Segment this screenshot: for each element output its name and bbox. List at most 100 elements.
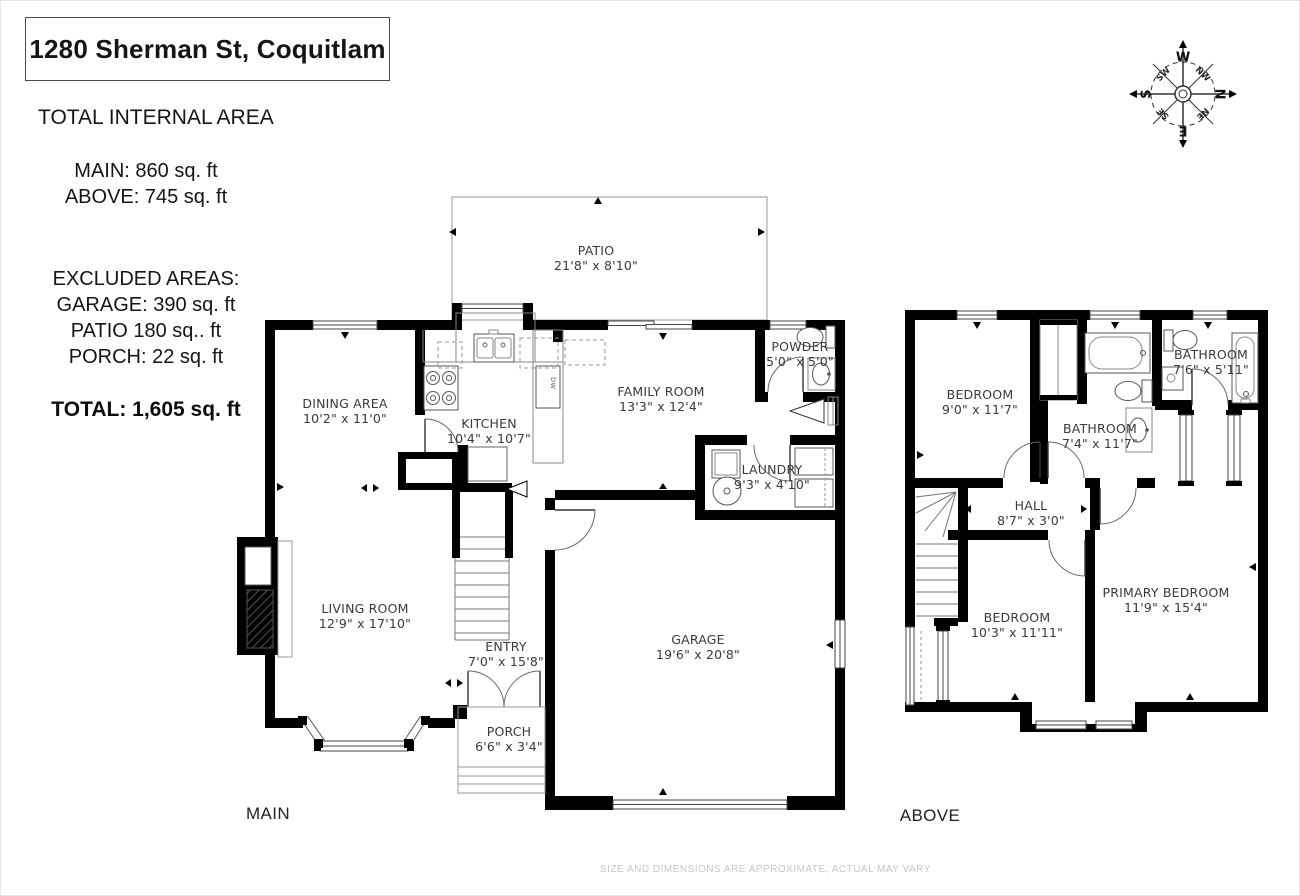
- room-label-family: FAMILY ROOM 13'3" x 12'4": [617, 384, 704, 414]
- room-label-hall: HALL 8'7" x 3'0": [997, 498, 1065, 528]
- excluded-areas: EXCLUDED AREAS: GARAGE: 390 sq. ft PATIO…: [0, 266, 292, 370]
- room-label-bedroom1: BEDROOM 9'0" x 11'7": [942, 387, 1018, 417]
- total-internal-area-heading: TOTAL INTERNAL AREA: [38, 106, 274, 129]
- room-name: LIVING ROOM: [321, 601, 409, 616]
- room-dims: 12'9" x 17'10": [318, 616, 412, 631]
- room-name: PORCH: [486, 724, 532, 739]
- bedroom1-closet: [1039, 319, 1078, 401]
- stairs-above: [915, 491, 958, 617]
- above-area-value: ABOVE: 745 sq. ft: [64, 186, 228, 208]
- sliding-door: [607, 320, 655, 326]
- room-label-dining: DINING AREA 10'2" x 11'0": [302, 396, 387, 426]
- room-dims: 9'0" x 11'7": [942, 402, 1018, 417]
- page-title: 1280 Sherman St, Coquitlam: [29, 33, 386, 64]
- above-floor-caption: ABOVE: [899, 806, 961, 825]
- room-label-patio: PATIO 21'8" x 8'10": [554, 243, 638, 273]
- south-arrow-icon: [1129, 90, 1137, 98]
- stairs-main: [454, 480, 528, 641]
- powder-fixtures: [796, 325, 836, 391]
- room-label-bedroom2: BEDROOM 10'3" x 11'11": [971, 610, 1063, 640]
- hall-closet: [467, 446, 508, 482]
- dimension-ticks-above: [917, 322, 1256, 700]
- room-label-kitchen: KITCHEN 10'4" x 10'7": [447, 416, 531, 446]
- excluded-garage: GARAGE: 390 sq. ft: [56, 294, 236, 316]
- disclaimer-text: SIZE AND DIMENSIONS ARE APPROXIMATE, ACT…: [600, 864, 931, 875]
- dimension-ticks-main: [277, 197, 833, 795]
- main-floor-plan: DW: [237, 196, 846, 810]
- pantry-closet: [406, 459, 452, 483]
- room-dims: 5'0" x 5'0": [766, 354, 834, 369]
- vanity-sink: [1125, 407, 1153, 453]
- room-dims: 11'9" x 15'4": [1123, 600, 1209, 615]
- room-name: BATHROOM: [1063, 421, 1137, 436]
- main-floor-caption: MAIN: [245, 804, 291, 823]
- room-dims: 13'3" x 12'4": [618, 399, 704, 414]
- compass-s: S: [1140, 89, 1155, 98]
- bay-window: [298, 716, 430, 752]
- bathroom-small-fixtures: [1161, 329, 1259, 404]
- room-name: HALL: [1014, 498, 1048, 513]
- room-dims: 19'6" x 20'8": [655, 647, 741, 662]
- dryer-stack: [794, 447, 834, 508]
- kitchen-fixtures: DW: [422, 312, 606, 464]
- room-name: ENTRY: [485, 639, 527, 654]
- room-dims: 10'2" x 11'0": [302, 411, 388, 426]
- stairs-direction-arrow: [505, 480, 528, 498]
- room-dims: 7'0" x 15'8": [468, 654, 544, 669]
- patio-outline: [451, 196, 768, 321]
- compass-e: E: [1179, 122, 1188, 137]
- compass-n: N: [1211, 89, 1226, 100]
- above-walls: [905, 310, 1268, 732]
- primary-closets: [1178, 410, 1242, 486]
- room-dims: 10'4" x 10'7": [446, 431, 532, 446]
- main-windows: [312, 303, 846, 669]
- room-name: LAUNDRY: [741, 462, 803, 477]
- room-name: FAMILY ROOM: [617, 384, 705, 399]
- garage-door: [612, 799, 788, 810]
- north-arrow-icon: [1229, 90, 1237, 98]
- main-doors: [424, 356, 804, 708]
- room-name: BEDROOM: [983, 610, 1051, 625]
- above-floor-plan: [905, 310, 1268, 732]
- compass-rose: N E S W NE SE SW NW: [1129, 40, 1237, 148]
- room-dims: 21'8" x 8'10": [553, 258, 639, 273]
- closet-door-symbol: [788, 398, 825, 424]
- room-name: GARAGE: [671, 632, 725, 647]
- room-label-bathroom-main: BATHROOM 7'4" x 11'7": [1062, 421, 1138, 451]
- fireplace: [237, 537, 293, 658]
- room-name: BEDROOM: [946, 387, 1014, 402]
- sink: [1161, 366, 1184, 391]
- above-windows: [905, 310, 1228, 730]
- room-label-entry: ENTRY 7'0" x 15'8": [468, 639, 544, 669]
- room-name: BATHROOM: [1174, 347, 1248, 362]
- room-label-primary: PRIMARY BEDROOM 11'9" x 15'4": [1103, 585, 1230, 615]
- bathtub: [1231, 332, 1259, 404]
- room-name: KITCHEN: [461, 416, 517, 431]
- excluded-porch: PORCH: 22 sq. ft: [68, 346, 224, 368]
- room-label-porch: PORCH 6'6" x 3'4": [475, 724, 543, 754]
- room-dims: 7'4" x 11'7": [1062, 436, 1138, 451]
- room-name: POWDER: [771, 339, 829, 354]
- main-area-value: MAIN: 860 sq. ft: [74, 160, 218, 182]
- toilet: [796, 325, 836, 349]
- west-arrow-icon: [1179, 40, 1187, 48]
- toilet: [1114, 379, 1153, 403]
- room-dims: 10'3" x 11'11": [970, 625, 1064, 640]
- bathroom-main-fixtures: [1084, 332, 1153, 453]
- stove: [423, 365, 459, 411]
- svg-text:DW: DW: [549, 377, 557, 390]
- kitchen-sink: [473, 329, 515, 363]
- above-doors: [1003, 368, 1229, 577]
- compass-w: W: [1176, 51, 1190, 66]
- floor-areas: MAIN: 860 sq. ft ABOVE: 745 sq. ft: [0, 158, 292, 210]
- excluded-patio: PATIO 180 sq.. ft: [70, 320, 222, 342]
- bathtub: [1084, 332, 1151, 374]
- room-label-laundry: LAUNDRY 9'3" x 4'10": [734, 462, 810, 492]
- room-dims: 9'3" x 4'10": [734, 477, 810, 492]
- room-label-garage: GARAGE 19'6" x 20'8": [656, 632, 740, 662]
- room-dims: 8'7" x 3'0": [997, 513, 1065, 528]
- linen-closet: [827, 396, 839, 426]
- room-label-bathroom-small: BATHROOM 7'6" x 5'11": [1173, 347, 1249, 377]
- room-dims: 7'6" x 5'11": [1173, 362, 1249, 377]
